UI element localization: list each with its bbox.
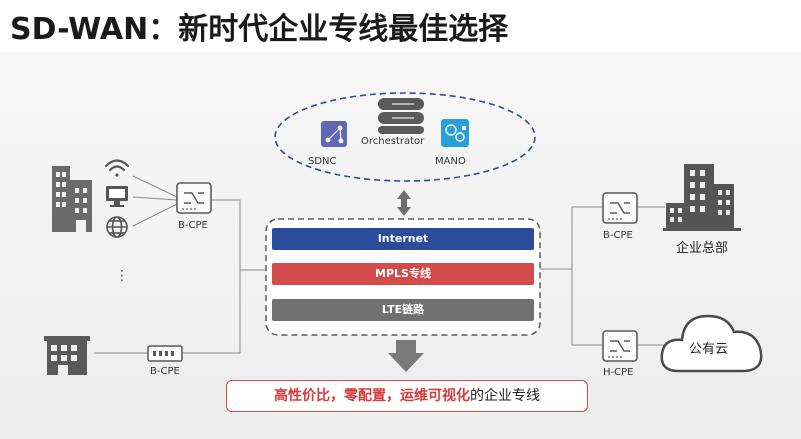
- hq-cpe-icon: [602, 192, 638, 224]
- public-cloud-icon: [660, 314, 763, 373]
- branch-cpe-bottom-label: B-CPE: [150, 366, 180, 377]
- sdnc-label: SDNC: [308, 156, 337, 167]
- cloud-site-label: 公有云: [689, 342, 729, 357]
- internet-link-bar: Internet: [272, 228, 534, 250]
- globe-icon: [106, 216, 128, 238]
- summary-highlight: 高性价比，零配置，运维可视化: [274, 388, 470, 404]
- down-arrow-icon: [388, 340, 424, 372]
- branch-cpe-top-label: B-CPE: [178, 220, 208, 231]
- branch-office-building-icon: [44, 336, 90, 375]
- updown-arrow-icon: [397, 190, 411, 216]
- mano-icon: [441, 119, 469, 147]
- summary-rest: 的企业专线: [470, 388, 540, 404]
- monitor-icon: [106, 186, 128, 207]
- branch-ellipsis: ⋮: [115, 268, 129, 284]
- hq-building-icon: [663, 164, 741, 231]
- wifi-icon: [104, 159, 130, 177]
- left-connection-lines: [94, 175, 266, 354]
- hq-cpe-label: B-CPE: [603, 230, 633, 241]
- branch-cpe-bottom-icon: [147, 345, 183, 362]
- orchestrator-label: Orchestrator: [361, 136, 425, 147]
- lte-link-bar: LTE链路: [272, 299, 534, 321]
- hq-site-label: 企业总部: [676, 241, 729, 256]
- cloud-cpe-label: H-CPE: [603, 367, 634, 378]
- cloud-cpe-icon: [602, 330, 638, 362]
- mpls-link-bar: MPLS专线: [272, 263, 534, 285]
- orchestration-ellipse: [274, 92, 536, 182]
- page-title: SD-WAN：新时代企业专线最佳选择: [10, 12, 509, 47]
- orchestrator-server-icon: [378, 98, 424, 134]
- right-connection-lines: [540, 206, 665, 346]
- summary-box: 高性价比，零配置，运维可视化的企业专线: [226, 380, 588, 412]
- mano-label: MANO: [435, 156, 466, 167]
- sdnc-icon: [321, 121, 347, 147]
- branch-cpe-top-icon: [176, 182, 212, 214]
- branch-building-icon: [52, 166, 92, 232]
